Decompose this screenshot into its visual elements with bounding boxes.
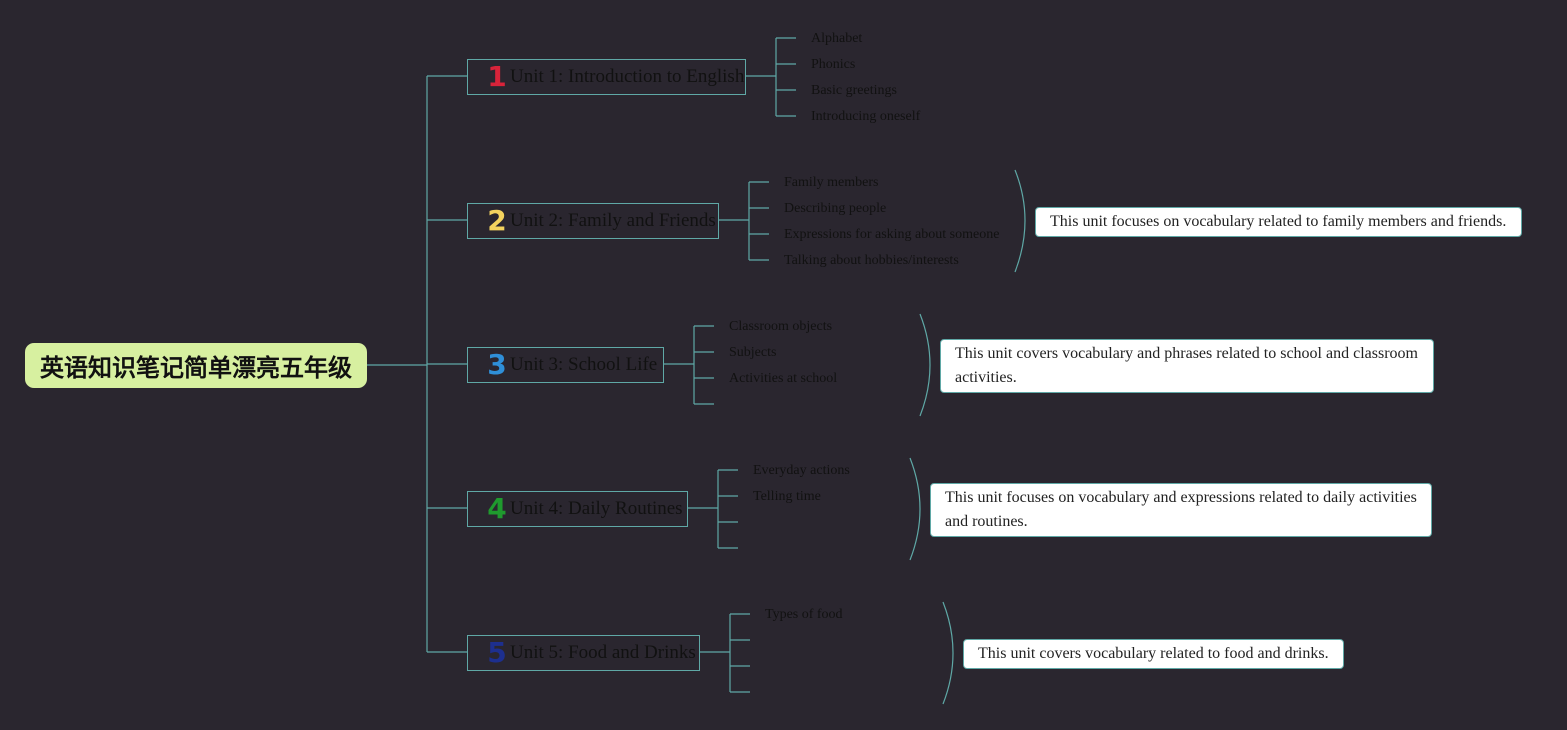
unit-1-node[interactable]: 1 Unit 1: Introduction to English <box>467 59 746 95</box>
unit-2-subtopic[interactable]: Family members <box>784 175 879 190</box>
unit-2-summary[interactable]: This unit focuses on vocabulary related … <box>1035 207 1522 237</box>
unit-3-summary[interactable]: This unit covers vocabulary and phrases … <box>940 339 1434 393</box>
unit-2-node[interactable]: 2 Unit 2: Family and Friends <box>467 203 719 239</box>
summary-bracket-unit5 <box>942 601 954 705</box>
unit-1-subtopic[interactable]: Alphabet <box>811 31 863 46</box>
unit-3-node[interactable]: 3 Unit 3: School Life <box>467 347 664 383</box>
unit-1-subtopic[interactable]: Phonics <box>811 57 856 72</box>
unit-5-summary[interactable]: This unit covers vocabulary related to f… <box>963 639 1344 669</box>
unit-4-subtopic[interactable]: Telling time <box>753 489 821 504</box>
unit-3-number-icon: 3 <box>487 348 507 381</box>
unit-2-title: Unit 2: Family and Friends <box>510 210 716 231</box>
unit-2-subtopic[interactable]: Expressions for asking about someone <box>784 227 1000 242</box>
summary-bracket-unit4 <box>909 457 921 561</box>
unit-4-summary[interactable]: This unit focuses on vocabulary and expr… <box>930 483 1432 537</box>
unit-1-title: Unit 1: Introduction to English <box>510 66 745 87</box>
unit-2-subtopic[interactable]: Talking about hobbies/interests <box>784 253 959 268</box>
unit-5-number-icon: 5 <box>487 636 507 669</box>
unit-3-subtopic[interactable]: Activities at school <box>729 371 838 386</box>
unit-4-number-icon: 4 <box>487 492 507 525</box>
unit-1-subtopic[interactable]: Basic greetings <box>811 83 897 98</box>
unit-4-node[interactable]: 4 Unit 4: Daily Routines <box>467 491 688 527</box>
summary-bracket-unit3 <box>919 313 931 417</box>
unit-4-subtopic[interactable]: Everyday actions <box>753 463 850 478</box>
unit-3-subtopic[interactable]: Subjects <box>729 345 777 360</box>
unit-2-number-icon: 2 <box>487 204 507 237</box>
unit-5-node[interactable]: 5 Unit 5: Food and Drinks <box>467 635 700 671</box>
unit-4-title: Unit 4: Daily Routines <box>510 498 683 519</box>
unit-1-subtopic[interactable]: Introducing oneself <box>811 109 921 124</box>
unit-3-subtopic[interactable]: Classroom objects <box>729 319 833 334</box>
root-title: 英语知识笔记简单漂亮五年级 <box>40 354 352 382</box>
unit-2-subtopic[interactable]: Describing people <box>784 201 887 216</box>
unit-5-subtopic[interactable]: Types of food <box>765 607 843 622</box>
root-topic[interactable]: 英语知识笔记简单漂亮五年级 <box>25 343 367 388</box>
summary-bracket-unit2 <box>1014 169 1026 273</box>
unit-5-title: Unit 5: Food and Drinks <box>510 642 696 663</box>
unit-3-title: Unit 3: School Life <box>510 354 658 375</box>
unit-1-number-icon: 1 <box>487 60 507 93</box>
